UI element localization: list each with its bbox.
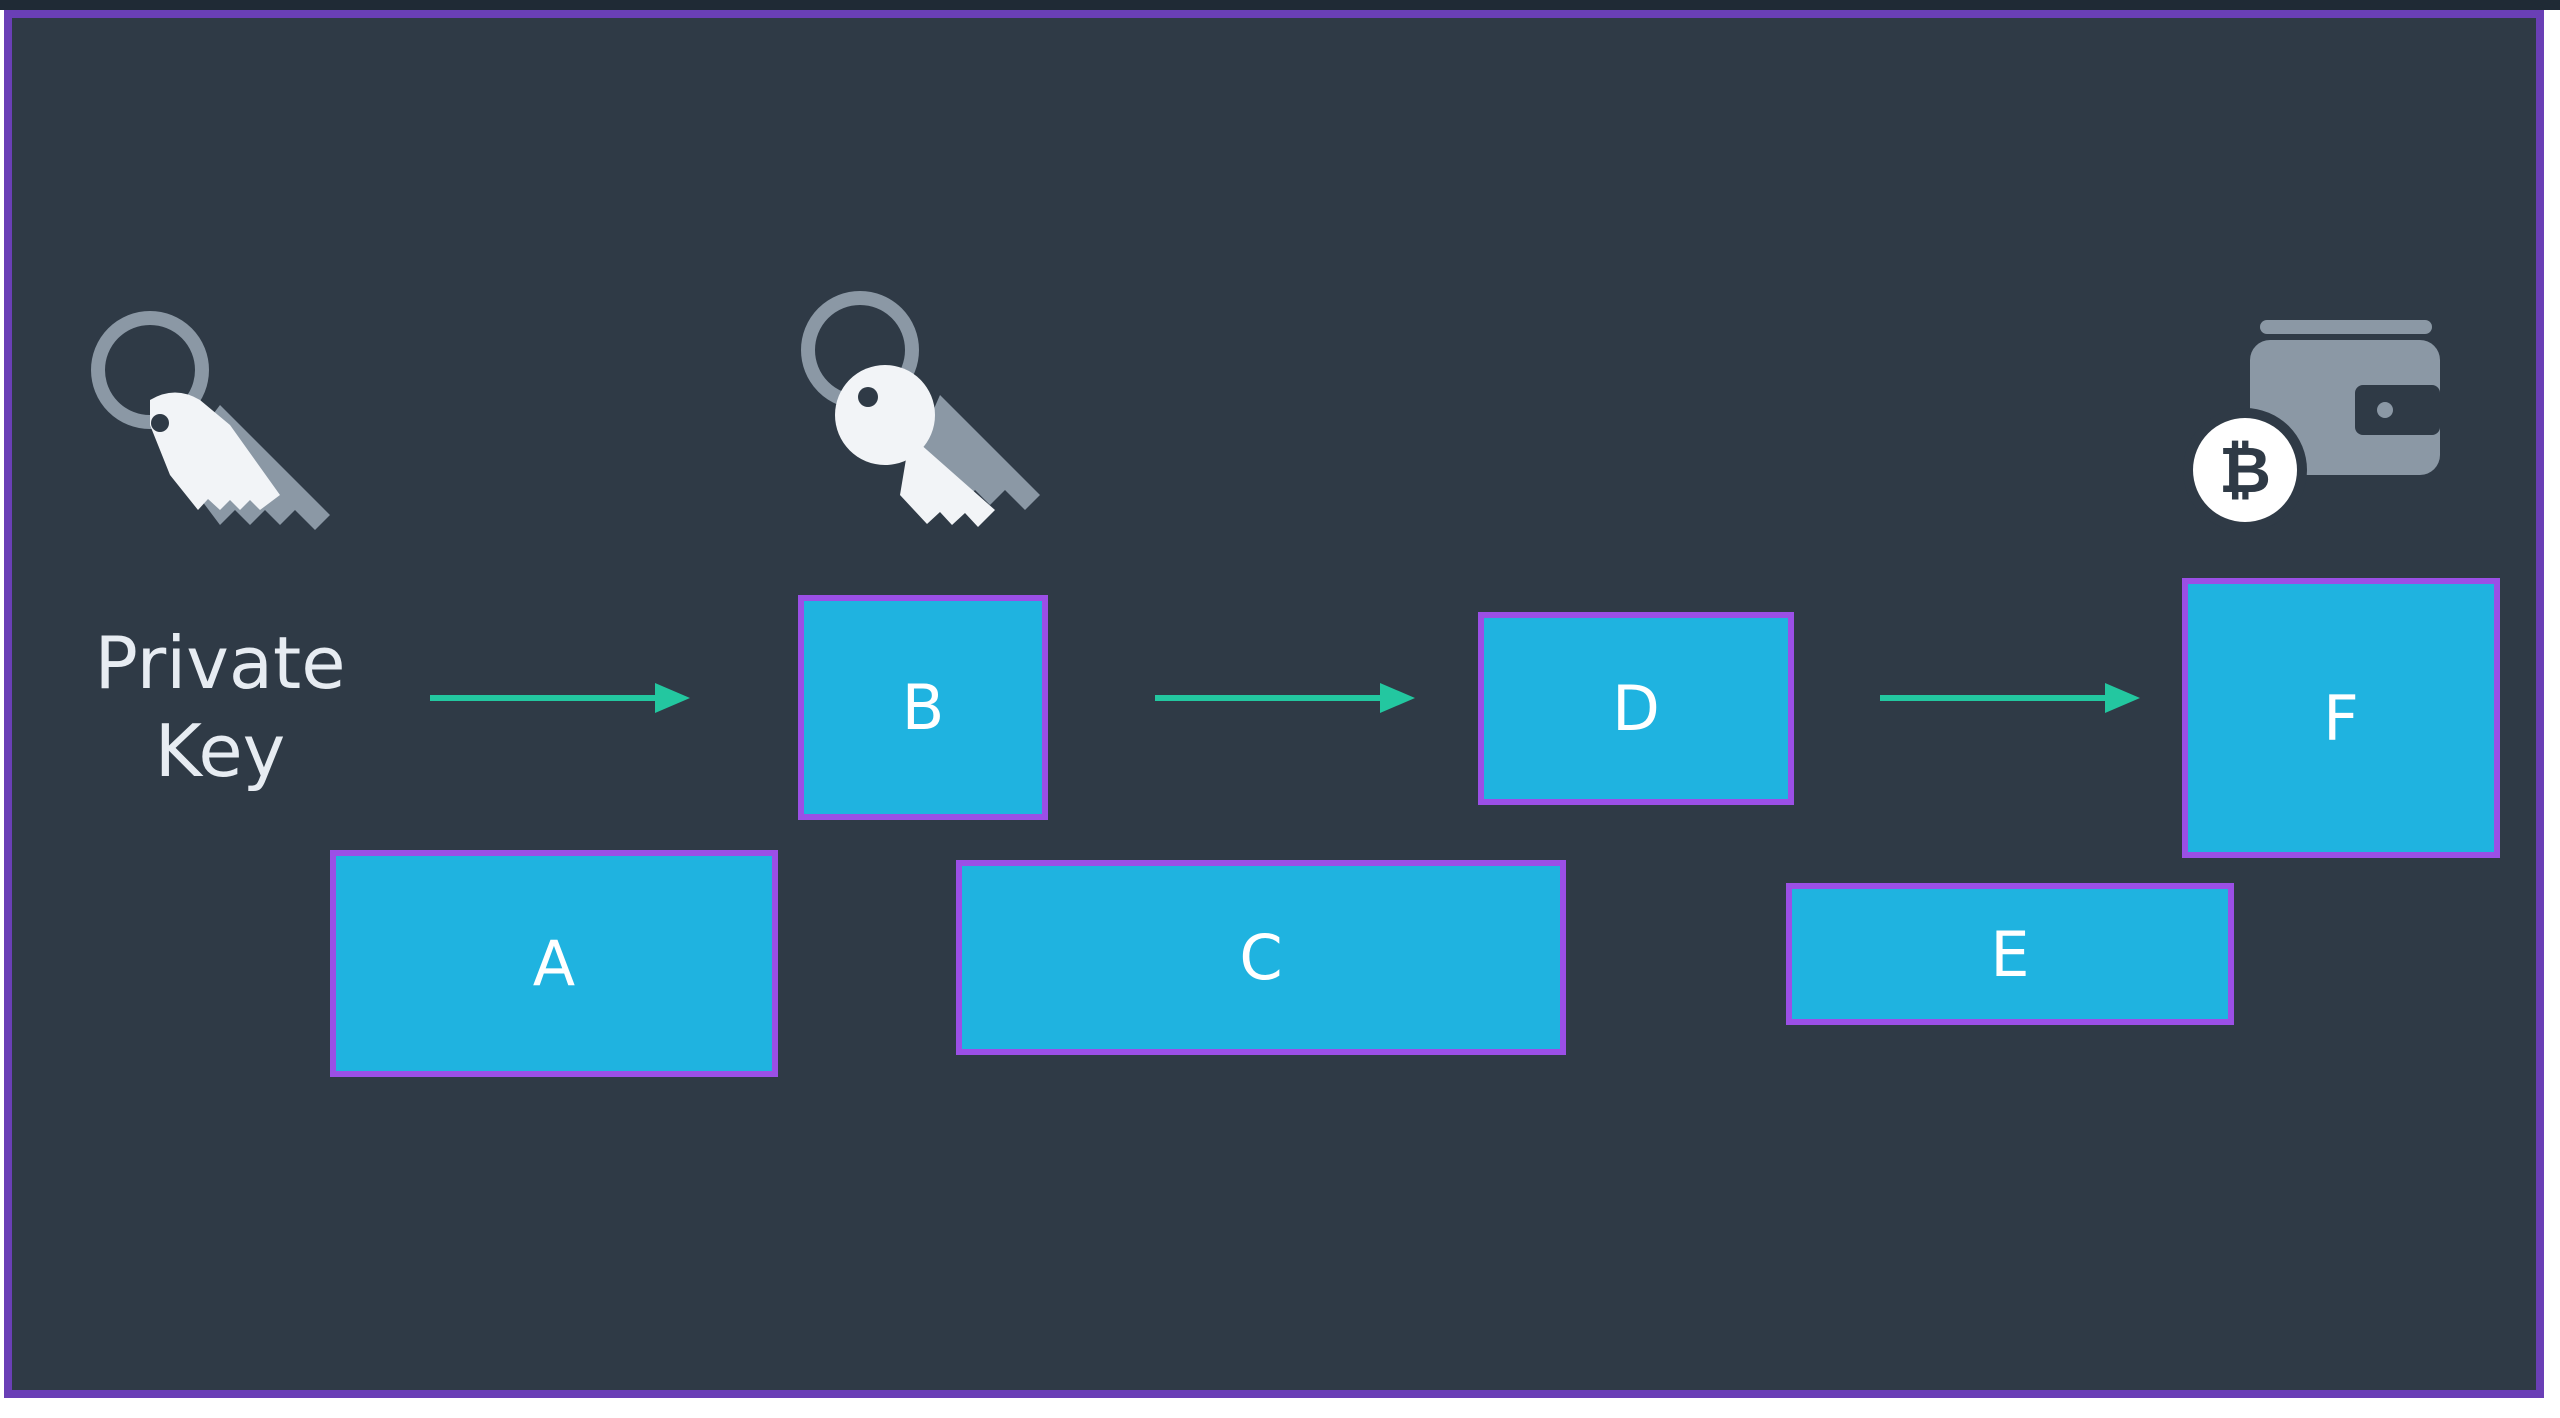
top-strip xyxy=(0,0,2560,10)
box-a-label: A xyxy=(532,927,576,1000)
box-e[interactable]: E xyxy=(1786,883,2234,1025)
box-f[interactable]: F xyxy=(2182,578,2500,858)
svg-text:₿: ₿ xyxy=(2219,434,2271,508)
arrow-2 xyxy=(1155,683,1415,713)
box-a[interactable]: A xyxy=(330,850,778,1077)
public-key-icon xyxy=(801,291,1040,527)
box-c-label: C xyxy=(1239,921,1283,994)
box-b[interactable]: B xyxy=(798,595,1048,820)
wallet-icon: ₿ xyxy=(2183,320,2440,532)
box-e-label: E xyxy=(1990,917,2030,991)
box-b-label: B xyxy=(901,671,945,744)
arrow-3 xyxy=(1880,683,2140,713)
private-key-label: Private Key xyxy=(94,621,346,793)
box-c[interactable]: C xyxy=(956,860,1566,1055)
box-d[interactable]: D xyxy=(1478,612,1794,805)
box-f-label: F xyxy=(2323,681,2359,755)
box-d-label: D xyxy=(1612,672,1660,745)
arrow-1 xyxy=(430,683,690,713)
private-key-icon xyxy=(91,311,330,530)
